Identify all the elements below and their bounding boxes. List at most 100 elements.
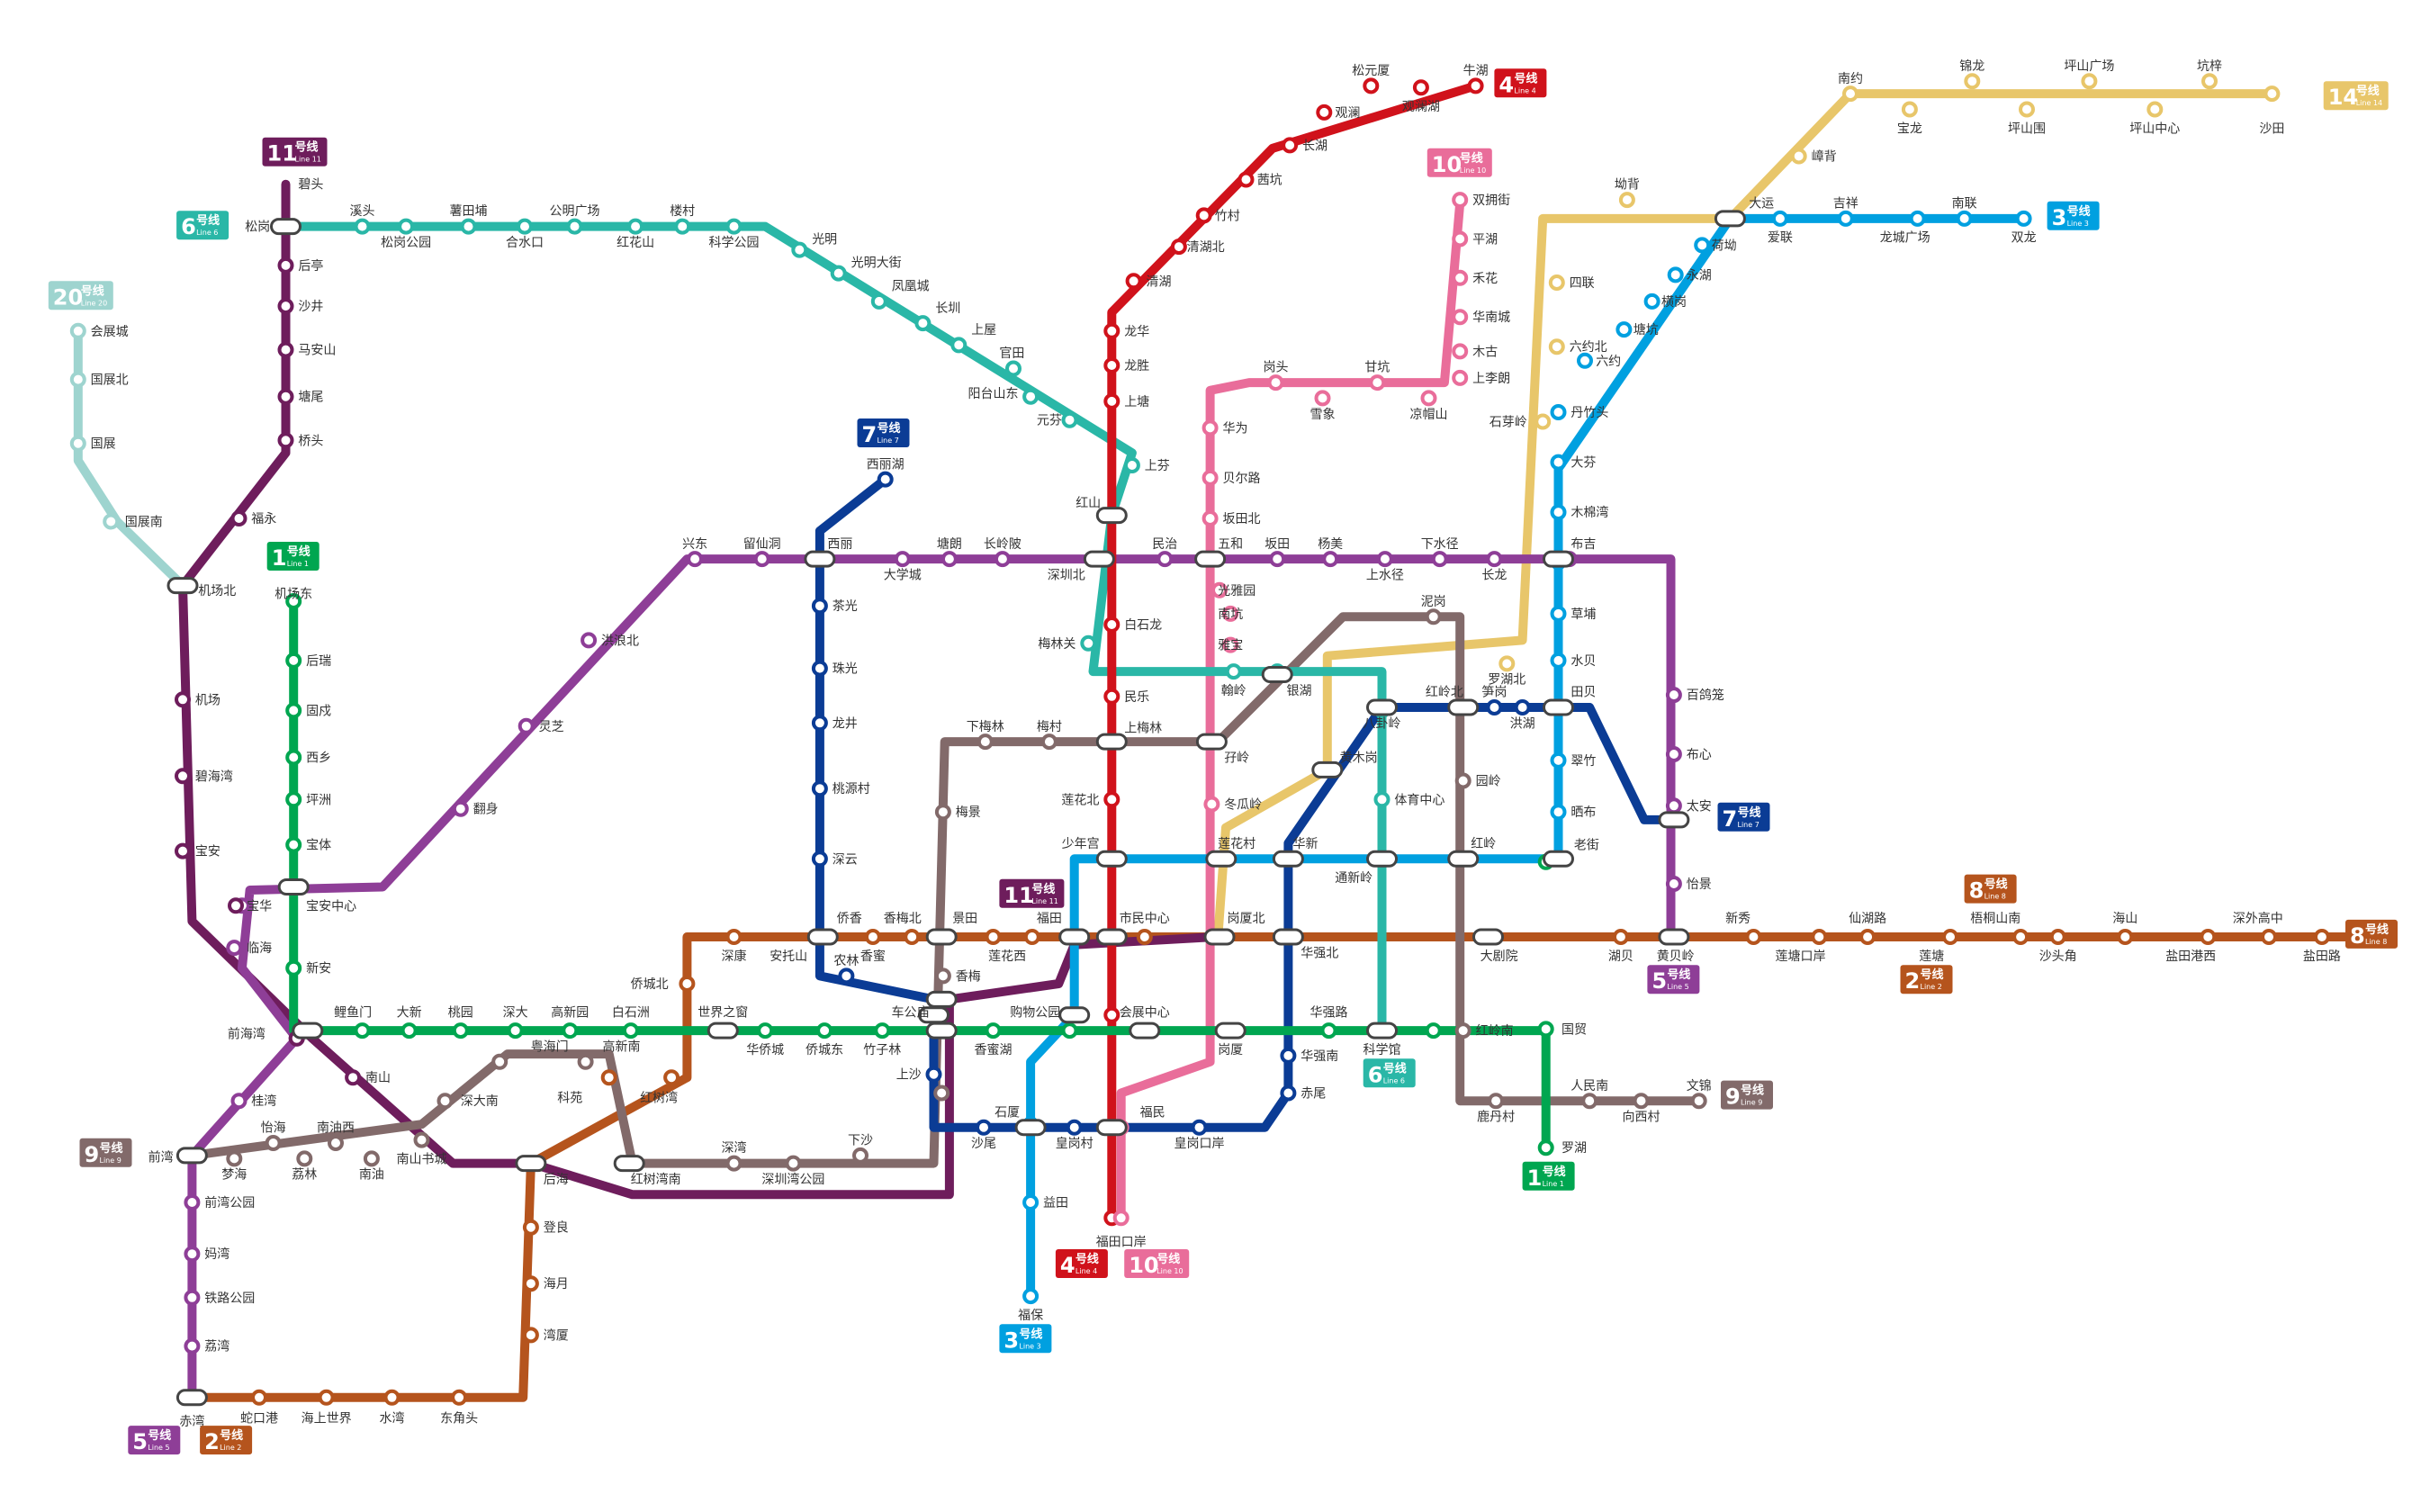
station-marker[interactable] <box>663 1069 680 1086</box>
station-label[interactable]: 水贝 <box>1570 654 1596 669</box>
station-label[interactable]: 白石龙 <box>1124 618 1162 633</box>
station-label[interactable]: 清湖 <box>1147 274 1172 289</box>
station-marker[interactable] <box>1811 929 1828 945</box>
station-marker[interactable] <box>1633 1093 1650 1110</box>
station-marker[interactable] <box>1550 454 1567 471</box>
station-marker[interactable] <box>277 298 294 315</box>
station-marker[interactable] <box>1537 1139 1554 1156</box>
station-label[interactable]: 福田口岸 <box>1096 1235 1147 1249</box>
station-marker[interactable] <box>1322 551 1339 568</box>
station-marker[interactable] <box>1316 104 1333 121</box>
station-label[interactable]: 桂湾 <box>251 1094 276 1109</box>
interchange-marker[interactable] <box>1543 850 1574 868</box>
interchange-marker[interactable] <box>1194 550 1227 568</box>
station-marker[interactable] <box>522 1327 539 1344</box>
station-marker[interactable] <box>1690 1093 1707 1110</box>
station-marker[interactable] <box>679 976 696 992</box>
station-marker[interactable] <box>687 551 704 568</box>
station-marker[interactable] <box>1643 292 1660 310</box>
station-label[interactable]: 新安 <box>306 962 331 976</box>
station-label[interactable]: 前湾 <box>148 1150 174 1166</box>
station-label[interactable]: 凉帽山 <box>1410 408 1448 422</box>
station-marker[interactable] <box>1202 419 1219 436</box>
station-label[interactable]: 长圳 <box>935 302 960 316</box>
station-label[interactable]: 后亭 <box>298 258 323 274</box>
station-label[interactable]: 向西村 <box>1623 1111 1660 1125</box>
station-label[interactable]: 华强北 <box>1300 946 1338 960</box>
station-marker[interactable] <box>600 1069 617 1086</box>
station-label[interactable]: 南坑 <box>1218 608 1243 622</box>
station-marker[interactable] <box>1103 357 1120 374</box>
station-marker[interactable] <box>277 341 294 358</box>
station-label[interactable]: 孖岭 <box>1224 752 1249 766</box>
station-label[interactable]: 宝安中心 <box>306 899 356 914</box>
station-marker[interactable] <box>1023 929 1040 945</box>
interchange-marker[interactable] <box>925 928 958 946</box>
station-label[interactable]: 官田 <box>999 346 1024 361</box>
station-label[interactable]: 少年宫 <box>1062 837 1100 851</box>
station-label[interactable]: 坑梓 <box>2197 59 2222 74</box>
station-label[interactable]: 园岭 <box>1476 775 1501 789</box>
station-label[interactable]: 南油西 <box>317 1121 355 1136</box>
interchange-marker[interactable] <box>1058 1006 1091 1024</box>
station-marker[interactable] <box>1170 238 1187 256</box>
station-label[interactable]: 市民中心 <box>1120 911 1170 926</box>
station-label[interactable]: 后海 <box>544 1173 569 1187</box>
station-label[interactable]: 清湖北 <box>1187 240 1225 255</box>
station-label[interactable]: 下沙 <box>848 1134 873 1148</box>
station-marker[interactable] <box>1488 1093 1505 1110</box>
station-marker[interactable] <box>811 660 828 677</box>
station-label[interactable]: 四联 <box>1570 276 1595 291</box>
station-label[interactable]: 贝尔路 <box>1223 472 1261 486</box>
station-marker[interactable] <box>811 850 828 868</box>
station-label[interactable]: 粤海门 <box>531 1040 569 1055</box>
interchange-marker[interactable] <box>277 878 310 896</box>
station-label[interactable]: 薯田埔 <box>450 204 488 219</box>
station-label[interactable]: 世界之窗 <box>698 1004 748 1020</box>
station-marker[interactable] <box>1942 929 1958 945</box>
station-label[interactable]: 妈湾 <box>204 1246 230 1262</box>
station-marker[interactable] <box>1195 207 1212 224</box>
station-label[interactable]: 大剧院 <box>1480 950 1518 964</box>
station-label[interactable]: 国贸 <box>1562 1022 1587 1037</box>
interchange-marker[interactable] <box>806 928 839 946</box>
station-marker[interactable] <box>175 842 191 860</box>
station-label[interactable]: 民治 <box>1152 537 1177 552</box>
station-label[interactable]: 平湖 <box>1472 233 1498 248</box>
station-marker[interactable] <box>1022 1194 1040 1210</box>
station-label[interactable]: 泥岗 <box>1421 595 1446 609</box>
station-label[interactable]: 塘朗 <box>937 537 962 552</box>
station-marker[interactable] <box>1369 374 1386 392</box>
station-label[interactable]: 长龙 <box>1481 569 1507 583</box>
station-label[interactable]: 茶光 <box>832 599 858 614</box>
station-marker[interactable] <box>577 1053 594 1070</box>
station-label[interactable]: 坪山广场 <box>2064 59 2114 74</box>
station-marker[interactable] <box>277 432 294 449</box>
interchange-marker[interactable] <box>706 1022 739 1040</box>
interchange-marker[interactable] <box>804 550 836 568</box>
station-marker[interactable] <box>1550 605 1567 622</box>
station-marker[interactable] <box>354 218 371 235</box>
station-label[interactable]: 松岗公园 <box>381 236 431 250</box>
station-marker[interactable] <box>1616 321 1633 338</box>
interchange-marker[interactable] <box>925 990 958 1008</box>
station-marker[interactable] <box>811 598 828 615</box>
station-label[interactable]: 梧桐山南 <box>1970 912 2020 926</box>
station-label[interactable]: 固戍 <box>306 704 331 718</box>
station-marker[interactable] <box>757 1022 774 1040</box>
station-marker[interactable] <box>1211 581 1228 598</box>
station-marker[interactable] <box>933 1084 950 1102</box>
interchange-marker[interactable] <box>1095 850 1128 868</box>
station-marker[interactable] <box>791 241 808 258</box>
station-marker[interactable] <box>1191 1119 1208 1136</box>
station-marker[interactable] <box>522 1219 539 1236</box>
station-label[interactable]: 老街 <box>1574 839 1599 853</box>
station-label[interactable]: 田贝 <box>1570 686 1596 700</box>
station-marker[interactable] <box>1548 338 1565 356</box>
station-label[interactable]: 塘尾 <box>298 391 323 405</box>
station-marker[interactable] <box>1125 273 1142 290</box>
station-marker[interactable] <box>1103 1006 1120 1023</box>
